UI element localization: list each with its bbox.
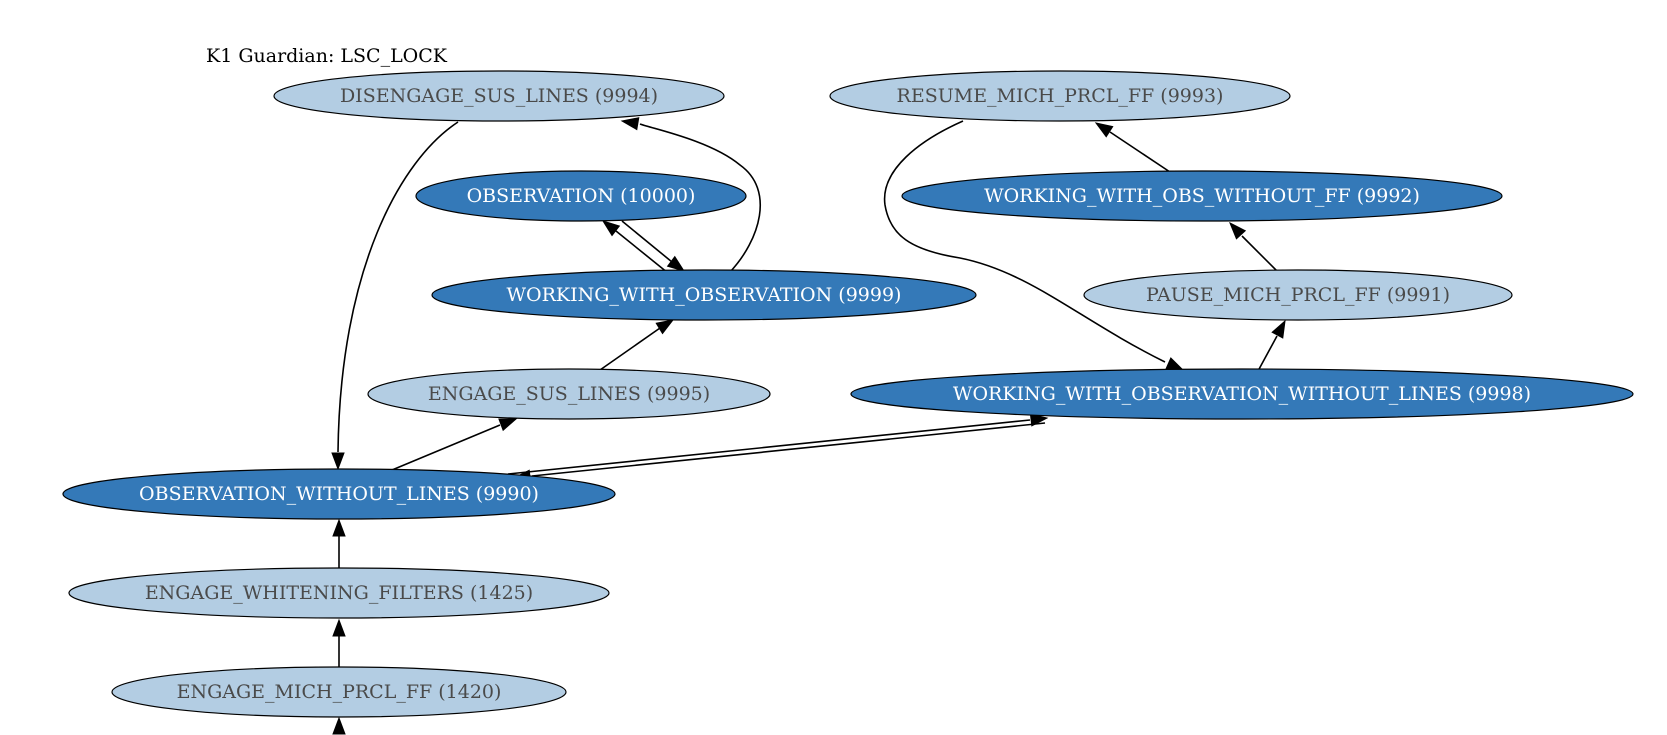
state-node-ellipse [901, 170, 1503, 222]
state-node-disengage-sus-lines[interactable]: DISENGAGE_SUS_LINES (9994) [273, 70, 725, 122]
state-node-ellipse [62, 468, 616, 520]
state-node-ellipse [68, 567, 610, 619]
edge-layer [331, 117, 1286, 735]
state-node-engage-sus-lines[interactable]: ENGAGE_SUS_LINES (9995) [367, 368, 771, 420]
edge-line [1257, 335, 1278, 372]
edge-engage-sus-lines-to-working-with-observation [599, 319, 675, 371]
arrowhead-icon [666, 255, 686, 272]
edge-line [391, 424, 501, 471]
arrowhead-icon [1271, 319, 1286, 339]
arrowhead-icon [331, 452, 345, 471]
arrowhead-icon [498, 418, 518, 432]
edge-line [883, 120, 1166, 363]
edge-line [1109, 131, 1171, 173]
arrowhead-icon [620, 117, 640, 131]
edge-resume-mich-prcl-ff-to-working-with-observation-without-lines [883, 120, 1185, 371]
state-node-engage-mich-prcl-ff[interactable]: ENGAGE_MICH_PRCL_FF (1420) [111, 666, 567, 718]
state-node-ellipse [367, 368, 771, 420]
edge-line [599, 327, 661, 371]
state-node-engage-whitening-filters[interactable]: ENGAGE_WHITENING_FILTERS (1425) [68, 567, 610, 619]
arrowhead-icon [1094, 122, 1114, 138]
state-node-ellipse [850, 368, 1634, 420]
state-node-label: RESUME_MICH_PRCL_FF (9993) [897, 85, 1224, 107]
state-node-label: OBSERVATION_WITHOUT_LINES (9990) [139, 483, 539, 505]
state-node-pause-mich-prcl-ff[interactable]: PAUSE_MICH_PRCL_FF (9991) [1083, 269, 1513, 321]
edge-line [621, 220, 673, 263]
state-node-label: WORKING_WITH_OBSERVATION_WITHOUT_LINES (… [953, 383, 1531, 405]
edge-disengage-sus-lines-to-observation-without-lines [331, 121, 459, 471]
edge-engage-whitening-filters-to-observation-without-lines [332, 518, 346, 568]
state-node-label: WORKING_WITH_OBSERVATION (9999) [507, 284, 902, 306]
state-node-label: ENGAGE_MICH_PRCL_FF (1420) [177, 681, 502, 703]
edge-observation-without-lines-to-engage-sus-lines [391, 418, 518, 471]
edge-line [639, 123, 762, 273]
state-node-working-with-observation-without-lines[interactable]: WORKING_WITH_OBSERVATION_WITHOUT_LINES (… [850, 368, 1634, 420]
edge-working-with-obs-without-ff-to-resume-mich-prcl-ff [1094, 122, 1171, 173]
state-node-ellipse [431, 269, 977, 321]
state-node-observation[interactable]: OBSERVATION (10000) [415, 170, 747, 222]
state-node-ellipse [111, 666, 567, 718]
arrowhead-icon [655, 319, 675, 335]
state-node-label: WORKING_WITH_OBS_WITHOUT_FF (9992) [984, 185, 1420, 207]
state-node-working-with-observation[interactable]: WORKING_WITH_OBSERVATION (9999) [431, 269, 977, 321]
state-node-resume-mich-prcl-ff[interactable]: RESUME_MICH_PRCL_FF (9993) [829, 70, 1291, 122]
edge-working-with-observation-without-lines-to-pause-mich-prcl-ff [1257, 319, 1286, 372]
arrowhead-icon [1229, 221, 1247, 240]
edge-working-with-observation-to-disengage-sus-lines [620, 117, 762, 273]
edge-observation-to-working-with-observation [621, 220, 686, 272]
state-node-ellipse [1083, 269, 1513, 321]
edge-working-with-observation-to-observation [601, 220, 669, 274]
state-node-label: PAUSE_MICH_PRCL_FF (9991) [1146, 284, 1450, 306]
arrowhead-icon [332, 716, 346, 735]
edge-offscreen-predecessor-to-engage-mich-prcl-ff [332, 716, 346, 735]
arrowhead-icon [332, 518, 346, 537]
state-node-observation-without-lines[interactable]: OBSERVATION_WITHOUT_LINES (9990) [62, 468, 616, 520]
state-node-ellipse [273, 70, 725, 122]
edge-line [507, 419, 1031, 475]
state-node-label: ENGAGE_SUS_LINES (9995) [428, 383, 710, 405]
state-node-ellipse [829, 70, 1291, 122]
graph-title: K1 Guardian: LSC_LOCK [206, 45, 448, 67]
edge-line [1241, 235, 1279, 273]
state-node-label: ENGAGE_WHITENING_FILTERS (1425) [145, 582, 533, 604]
node-layer: DISENGAGE_SUS_LINES (9994) RESUME_MICH_PR… [62, 70, 1634, 718]
edge-line [337, 121, 459, 453]
edge-engage-mich-prcl-ff-to-engage-whitening-filters [332, 618, 346, 667]
state-node-working-with-obs-without-ff[interactable]: WORKING_WITH_OBS_WITHOUT_FF (9992) [901, 170, 1503, 222]
edge-line [615, 230, 669, 274]
state-node-label: DISENGAGE_SUS_LINES (9994) [340, 85, 658, 107]
arrowhead-icon [601, 220, 621, 237]
state-node-label: OBSERVATION (10000) [467, 185, 696, 207]
arrowhead-icon [332, 618, 346, 637]
state-node-ellipse [415, 170, 747, 222]
edge-line [531, 422, 1046, 477]
edge-pause-mich-prcl-ff-to-working-with-obs-without-ff [1229, 221, 1279, 273]
